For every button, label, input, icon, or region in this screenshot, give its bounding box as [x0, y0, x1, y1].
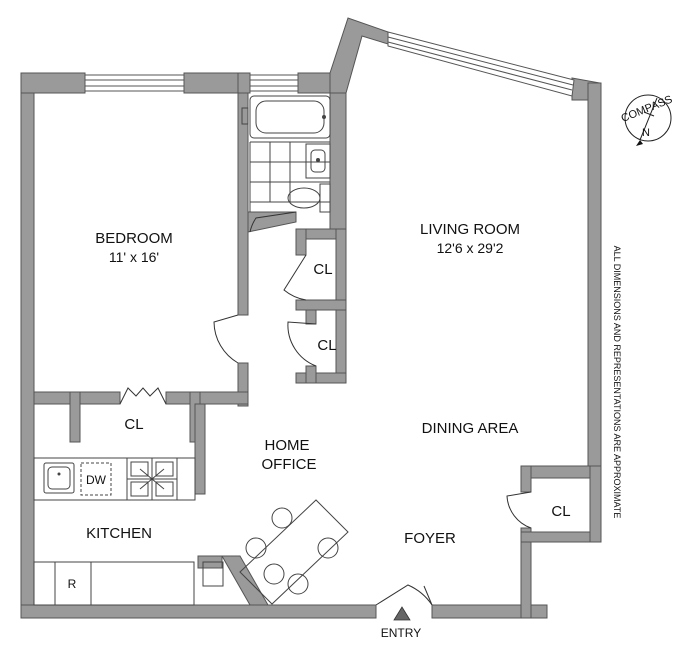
closet-label-upper: CL	[313, 261, 332, 278]
dining-area-label: DINING AREA	[422, 420, 519, 437]
kitchen-label: KITCHEN	[86, 525, 152, 542]
compass-north-label: N	[642, 127, 650, 139]
office-desk	[239, 499, 349, 605]
windows	[84, 31, 575, 97]
dishwasher	[80, 462, 112, 496]
living-room-name: LIVING ROOM	[420, 221, 520, 238]
bedroom-size: 11' x 16'	[109, 249, 159, 265]
walls	[20, 17, 602, 619]
closet-label-right: CL	[551, 503, 570, 520]
bedroom-name: BEDROOM	[95, 230, 173, 247]
home-office-label-line1: HOME	[265, 437, 310, 454]
dishwasher-label: DW	[86, 473, 107, 487]
foyer-label: FOYER	[404, 530, 456, 547]
compass-icon: COMPASS N	[620, 94, 674, 146]
closet-label-bedroom: CL	[124, 416, 143, 433]
entry-label: ENTRY	[381, 626, 421, 640]
home-office-label-line2: OFFICE	[262, 456, 317, 473]
refrigerator-label: R	[68, 577, 77, 591]
doors	[119, 211, 532, 606]
entry-arrow-icon	[393, 606, 411, 621]
living-room-size: 12'6 x 29'2	[437, 240, 504, 256]
bathroom	[241, 95, 331, 213]
disclaimer-note: ALL DIMENSIONS AND REPRESENTATIONS ARE A…	[612, 246, 622, 519]
kitchen-fixtures	[33, 457, 224, 606]
closet-label-lower: CL	[317, 337, 336, 354]
